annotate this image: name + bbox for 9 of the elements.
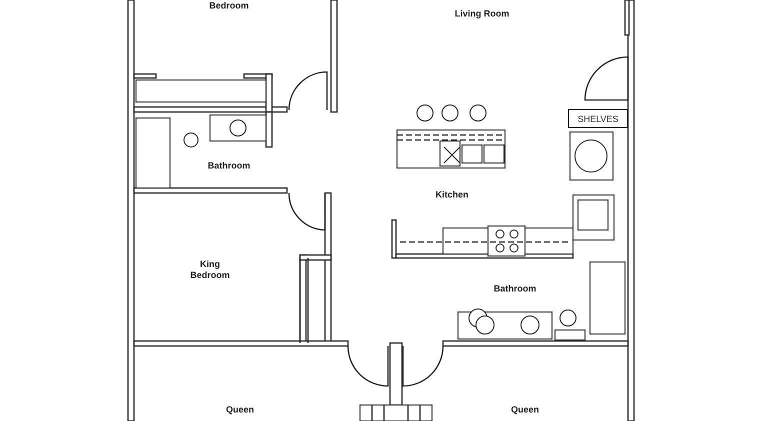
room-label: Queen: [226, 404, 254, 416]
room-label: Bathroom: [208, 160, 250, 172]
room-label: Bathroom: [494, 283, 536, 295]
room-label: Queen: [511, 404, 539, 416]
room-label: King Bedroom: [189, 258, 231, 282]
room-label: Bedroom: [209, 0, 249, 12]
shelves-box: SHELVES: [568, 109, 628, 128]
room-label: Kitchen: [436, 189, 468, 201]
room-label: Living Room: [454, 8, 510, 20]
